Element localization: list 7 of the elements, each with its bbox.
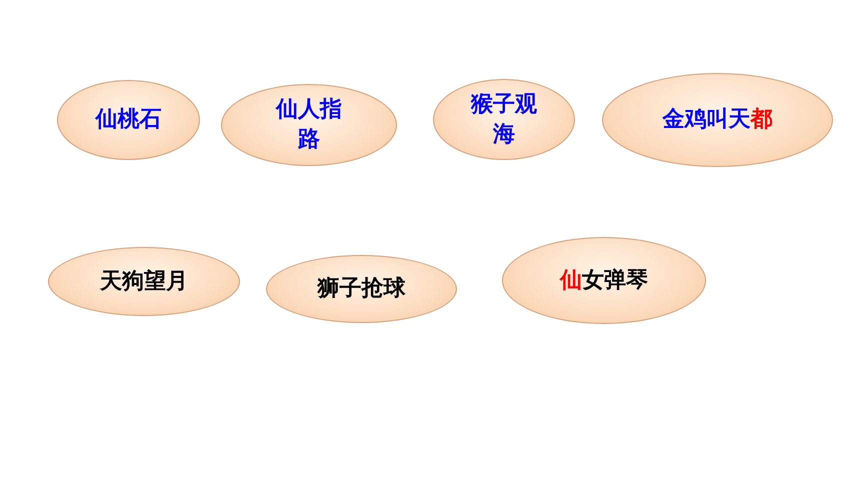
node-label: 猴子观海: [470, 90, 538, 148]
node-label: 仙女弹琴: [560, 266, 648, 295]
node-label: 仙桃石: [96, 105, 162, 134]
node-label: 天狗望月: [100, 266, 188, 296]
node-label: 金鸡叫天都: [662, 105, 772, 134]
node-label: 仙人指路: [274, 95, 343, 154]
node-label: 狮子抢球: [318, 274, 406, 304]
